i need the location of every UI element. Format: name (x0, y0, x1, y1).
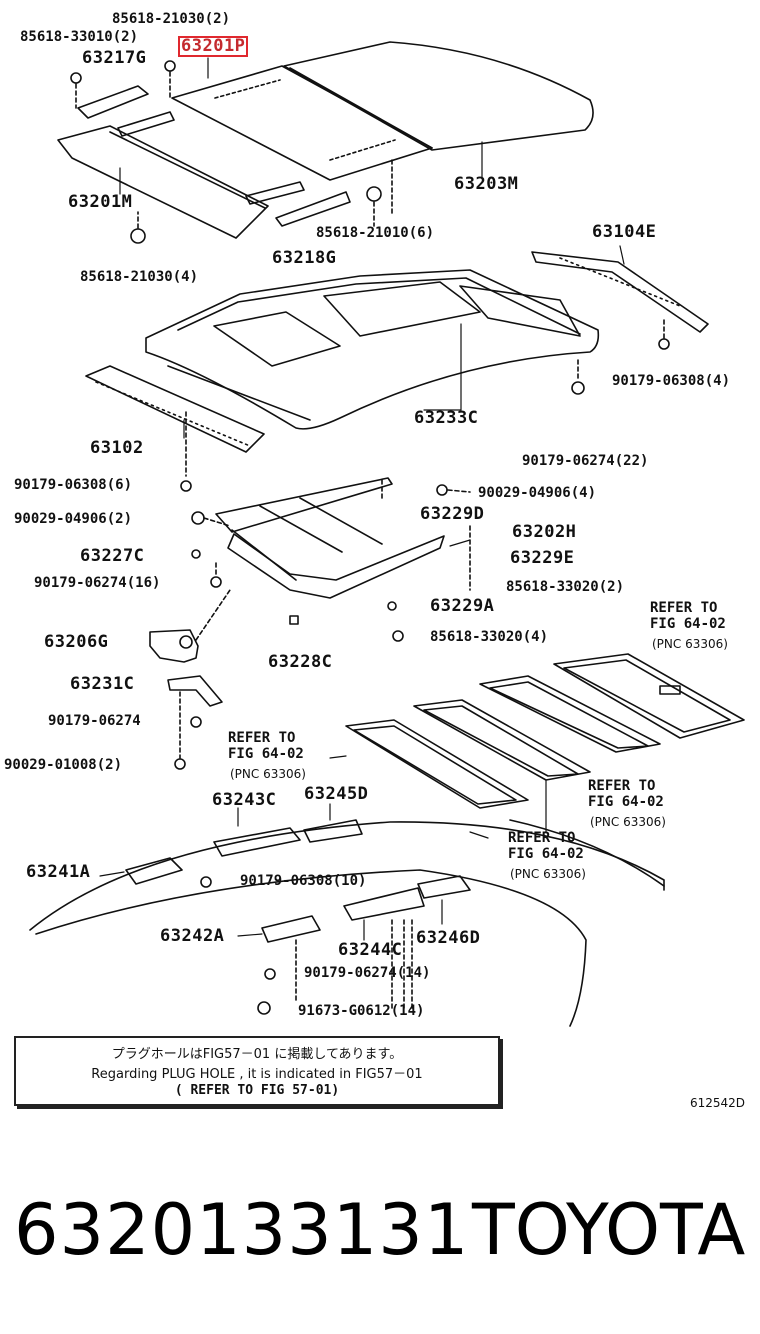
bracket-63241a (125, 857, 183, 885)
screw-top-2 (164, 60, 176, 72)
bracket-front (77, 85, 175, 137)
plug-hole-note: プラグホールはFIG57－01 に掲載してあります。 Regarding PLU… (14, 1036, 500, 1106)
callout-90029-04906-2: 90029-04906(2) (14, 511, 133, 527)
bracket-63245d (303, 819, 363, 843)
callout-63241a: 63241A (26, 862, 91, 882)
callout-90179-06274: 90179-06274 (48, 713, 141, 729)
callout-90029-04906-4: 90029-04906(4) (478, 485, 597, 501)
figure-id: 612542D (690, 1096, 746, 1110)
screw-left (130, 228, 146, 244)
sunroof-motor (149, 629, 199, 663)
refer-note-3: REFER TO FIG 64-02 (588, 778, 664, 810)
headliner-panel-3 (479, 675, 661, 753)
callout-91673-g0612: 91673-G0612(14) (298, 1003, 425, 1019)
note-line-english: Regarding PLUG HOLE , it is indicated in… (91, 1067, 423, 1082)
callout-63229d: 63229D (420, 504, 485, 524)
callout-63246d: 63246D (416, 928, 481, 948)
roof-glass-panel (283, 41, 594, 151)
headliner-panel-2 (413, 699, 591, 781)
clip-housing (210, 576, 222, 588)
screw-right (366, 186, 382, 202)
callout-85618-33020-4: 85618-33020(4) (430, 629, 549, 645)
rear-rail (531, 251, 709, 333)
callout-63218g: 63218G (272, 248, 337, 268)
refer-note-1: REFER TO FIG 64-02 (650, 600, 726, 632)
screw-top-1 (70, 72, 82, 84)
callout-63227c: 63227C (80, 546, 145, 566)
callout-85618-21010: 85618-21010(6) (316, 225, 435, 241)
headliner-panel-4 (553, 653, 745, 739)
callout-90179-06308-10: 90179-06308(10) (240, 873, 367, 889)
callout-63203m: 63203M (454, 174, 519, 194)
callout-63229a: 63229A (430, 596, 495, 616)
motor-bracket (167, 675, 223, 707)
callout-90179-06274-16: 90179-06274(16) (34, 575, 161, 591)
callout-63229e: 63229E (510, 548, 575, 568)
refer-note-2: REFER TO FIG 64-02 (228, 730, 304, 762)
callout-63104e: 63104E (592, 222, 657, 242)
clip-lower (200, 876, 212, 888)
callout-90029-01008: 90029-01008(2) (4, 757, 123, 773)
part-number: 6320133131 (14, 1189, 470, 1271)
block-small (289, 615, 299, 625)
callout-63217g: 63217G (82, 48, 147, 68)
refer-note-4: REFER TO FIG 64-02 (508, 830, 584, 862)
bracket-63243c (213, 827, 301, 857)
sunshade-panel (57, 125, 269, 239)
front-rail (85, 365, 265, 453)
bracket-63244c (343, 887, 425, 921)
nut-bracket (190, 716, 202, 728)
callout-63244c: 63244C (338, 940, 403, 960)
bracket-63242a (261, 915, 321, 943)
callout-63201m: 63201M (68, 192, 133, 212)
callout-90179-06274-14: 90179-06274(14) (304, 965, 431, 981)
callout-63233c: 63233C (414, 408, 479, 428)
clip-lower-2 (264, 968, 276, 980)
callout-85618-33010: 85618-33010(2) (20, 29, 139, 45)
refer-pnc-1: (PNC 63306) (652, 637, 728, 651)
callout-85618-33020-2: 85618-33020(2) (506, 579, 625, 595)
clip-frame (571, 381, 585, 395)
brand-name: TOYOTA (472, 1189, 746, 1271)
callout-90179-06308-4: 90179-06308(4) (612, 373, 731, 389)
clip-rear (658, 338, 670, 350)
callout-63242a: 63242A (160, 926, 225, 946)
washer-right (387, 601, 397, 611)
leader-lines (99, 57, 625, 941)
refer-pnc-2: (PNC 63306) (230, 767, 306, 781)
clip-lower-3 (257, 1001, 271, 1015)
bracket-63246d (417, 875, 471, 899)
callout-63202h: 63202H (512, 522, 577, 542)
callout-63206g: 63206G (44, 632, 109, 652)
note-line-refer: ( REFER TO FIG 57-01) (174, 1083, 340, 1098)
bracket-rear (245, 181, 351, 227)
roof-frame (145, 269, 600, 430)
bolt-top (436, 484, 448, 496)
sunroof-housing (215, 477, 445, 599)
refer-pnc-4: (PNC 63306) (510, 867, 586, 881)
callout-63102: 63102 (90, 438, 144, 458)
washer-left (191, 549, 201, 559)
callout-63201p-highlighted: 63201P (178, 36, 249, 57)
callout-63243c: 63243C (212, 790, 277, 810)
bolt-bracket (174, 758, 186, 770)
callout-63228c: 63228C (268, 652, 333, 672)
bolt-mid (392, 630, 404, 642)
clip-front (180, 480, 192, 492)
callout-63245d: 63245D (304, 784, 369, 804)
headliner-panel-1 (345, 719, 529, 809)
front-glass-panel (171, 65, 433, 181)
callout-90179-06274-22: 90179-06274(22) (522, 453, 649, 469)
callout-63231c: 63231C (70, 674, 135, 694)
refer-pnc-3: (PNC 63306) (590, 815, 666, 829)
bolt-left (191, 511, 205, 525)
callout-90179-06308-6: 90179-06308(6) (14, 477, 133, 493)
note-line-japanese: プラグホールはFIG57－01 に掲載してあります。 (111, 1047, 403, 1062)
callout-85618-21030-4: 85618-21030(4) (80, 269, 199, 285)
callout-85618-21030-2: 85618-21030(2) (112, 11, 231, 27)
